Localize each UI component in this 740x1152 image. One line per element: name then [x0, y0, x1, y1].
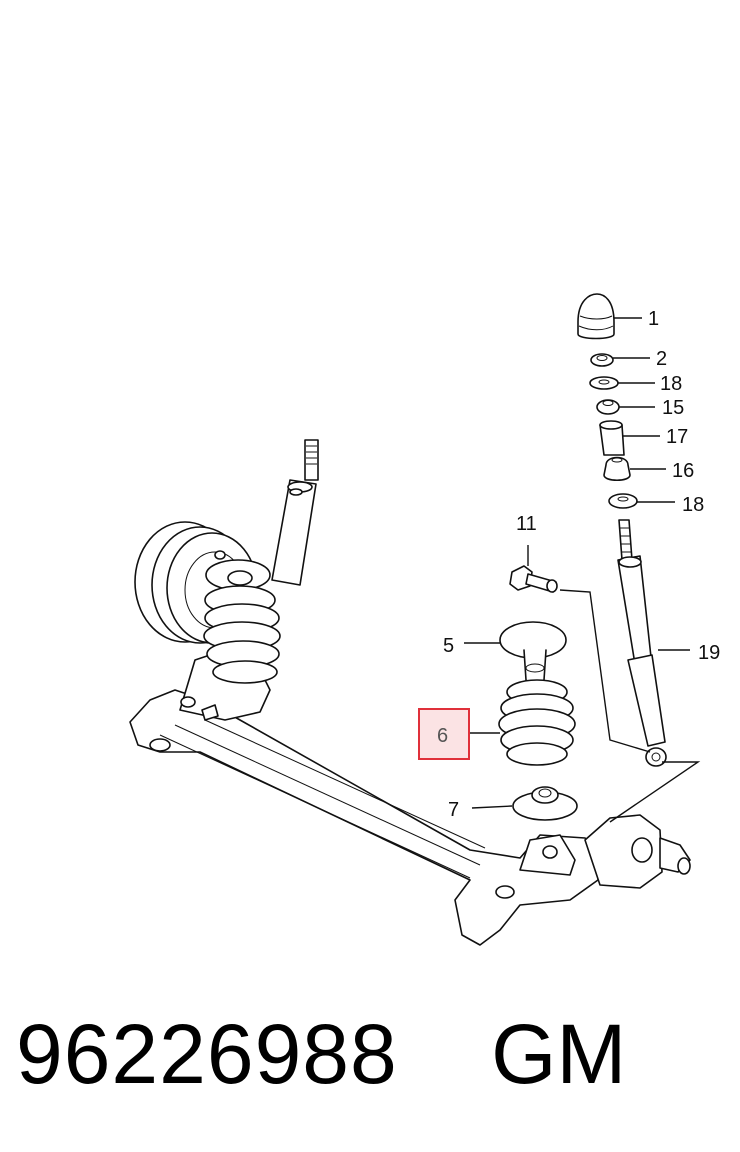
- upper-spring-seat: [499, 621, 567, 686]
- part-info-footer: 96226988 GM: [16, 1004, 736, 1104]
- callout-1: 1: [648, 308, 659, 330]
- lower-spring-seat: [512, 786, 578, 821]
- callout-18-upper: 18: [660, 373, 682, 395]
- callout-leaders: [464, 317, 690, 809]
- callout-2: 2: [656, 348, 667, 370]
- callout-16: 16: [672, 460, 694, 482]
- callout-15: 15: [662, 397, 684, 419]
- installed-shock-absorber: [271, 439, 319, 586]
- mounting-bolt: [509, 565, 558, 593]
- callout-7: 7: [448, 799, 459, 821]
- callout-19: 19: [698, 642, 720, 664]
- callout-17: 17: [666, 426, 688, 448]
- highlight-box: [418, 708, 470, 760]
- part-number: 96226988: [16, 1007, 398, 1101]
- callout-11: 11: [516, 513, 537, 535]
- highlighted-callout-6: 6: [418, 708, 470, 760]
- callout-labels: 1 2 18 15 17 16 18 11 5 19 7: [443, 308, 720, 821]
- callout-6: 6: [437, 725, 448, 747]
- callout-18-lower: 18: [682, 494, 704, 516]
- assembly-guide-lines: [559, 589, 701, 823]
- shock-mount-stack: [577, 293, 667, 767]
- callout-5: 5: [443, 635, 454, 657]
- rear-axle-beam: [129, 649, 691, 946]
- brand-name: GM: [491, 1007, 627, 1101]
- coil-spring: [498, 679, 576, 766]
- installed-coil-spring: [203, 559, 281, 684]
